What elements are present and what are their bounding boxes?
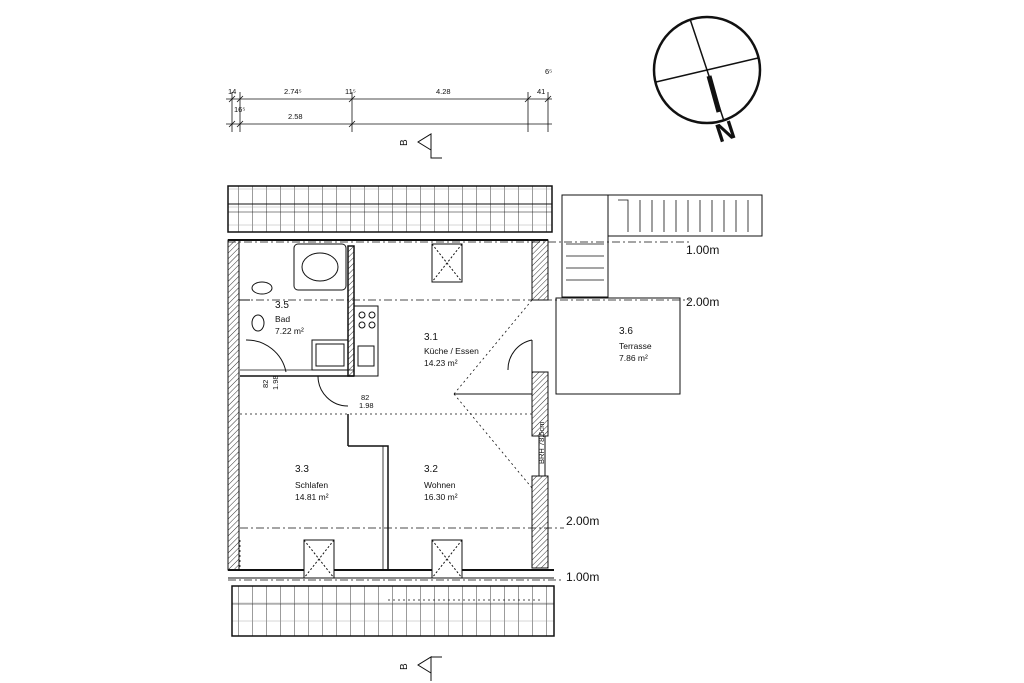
room-wohnen-area: 16.30 m² <box>424 492 458 502</box>
door-dim-bath-w: 82 <box>261 380 270 388</box>
door-dim-hall-w: 82 <box>361 393 369 402</box>
height-line-2m-bottom: 2.00m <box>566 514 599 528</box>
room-terrasse-id: 3.6 <box>619 326 633 337</box>
compass-north-label: N <box>712 114 739 148</box>
room-bad-area: 7.22 m² <box>275 326 304 336</box>
room-schlafen-name: Schlafen <box>295 480 328 490</box>
section-marker-top-label: B <box>399 139 410 146</box>
room-terrasse-name: Terrasse <box>619 341 652 351</box>
room-kueche-name: Küche / Essen <box>424 346 479 356</box>
room-kueche-essen: 3.1 Küche / Essen 14.23 m² <box>424 332 479 368</box>
dim-top-6: 41 <box>537 87 545 96</box>
dim-top-1: 14 <box>228 87 236 96</box>
door-dim-hall-h: 1.98 <box>359 401 374 410</box>
door-dim-bath-h: 1.98 <box>271 375 280 390</box>
doors <box>317 339 533 407</box>
height-line-1m-bottom: 1.00m <box>566 570 599 584</box>
bath-fixtures <box>245 243 349 373</box>
compass: N <box>652 15 762 149</box>
room-bad-name: Bad <box>275 314 290 324</box>
room-wohnen: 3.2 Wohnen 16.30 m² <box>424 464 458 502</box>
room-terrasse-area: 7.86 m² <box>619 353 648 363</box>
roof-strip-bottom <box>231 585 555 637</box>
section-marker-bottom: B <box>399 656 442 681</box>
section-marker-bottom-label: B <box>399 663 410 670</box>
window-note: BRH 78.5cm <box>537 421 546 464</box>
room-kueche-area: 14.23 m² <box>424 358 458 368</box>
height-lines <box>228 241 690 581</box>
exterior-walls <box>227 239 554 579</box>
dim-top-2: 2.74⁵ <box>284 87 302 96</box>
dim-bottom-1: 16⁵ <box>234 105 245 114</box>
dim-top-4: 4.28 <box>436 87 451 96</box>
dimension-chain <box>226 92 552 132</box>
skylights <box>303 243 463 579</box>
room-wohnen-name: Wohnen <box>424 480 456 490</box>
room-schlafen-id: 3.3 <box>295 464 309 475</box>
room-schlafen: 3.3 Schlafen 14.81 m² <box>295 464 329 502</box>
roof-strip-top <box>227 185 553 233</box>
room-bad-id: 3.5 <box>275 300 289 311</box>
room-wohnen-id: 3.2 <box>424 464 438 475</box>
dim-bottom-2: 2.58 <box>288 112 303 121</box>
height-line-2m-top: 2.00m <box>686 295 719 309</box>
kitchen-fixtures <box>353 305 379 377</box>
room-kueche-id: 3.1 <box>424 332 438 343</box>
room-terrasse: 3.6 Terrasse 7.86 m² <box>619 326 652 363</box>
section-marker-top: B <box>399 133 442 159</box>
room-bad: 3.5 Bad 7.22 m² <box>275 300 304 336</box>
dim-top-3: 11⁵ <box>345 87 356 96</box>
room-schlafen-area: 14.81 m² <box>295 492 329 502</box>
dim-top-5: 6⁵ <box>545 67 552 76</box>
height-line-1m-top: 1.00m <box>686 243 719 257</box>
terrace <box>555 194 763 395</box>
roof-ridges <box>239 299 540 601</box>
